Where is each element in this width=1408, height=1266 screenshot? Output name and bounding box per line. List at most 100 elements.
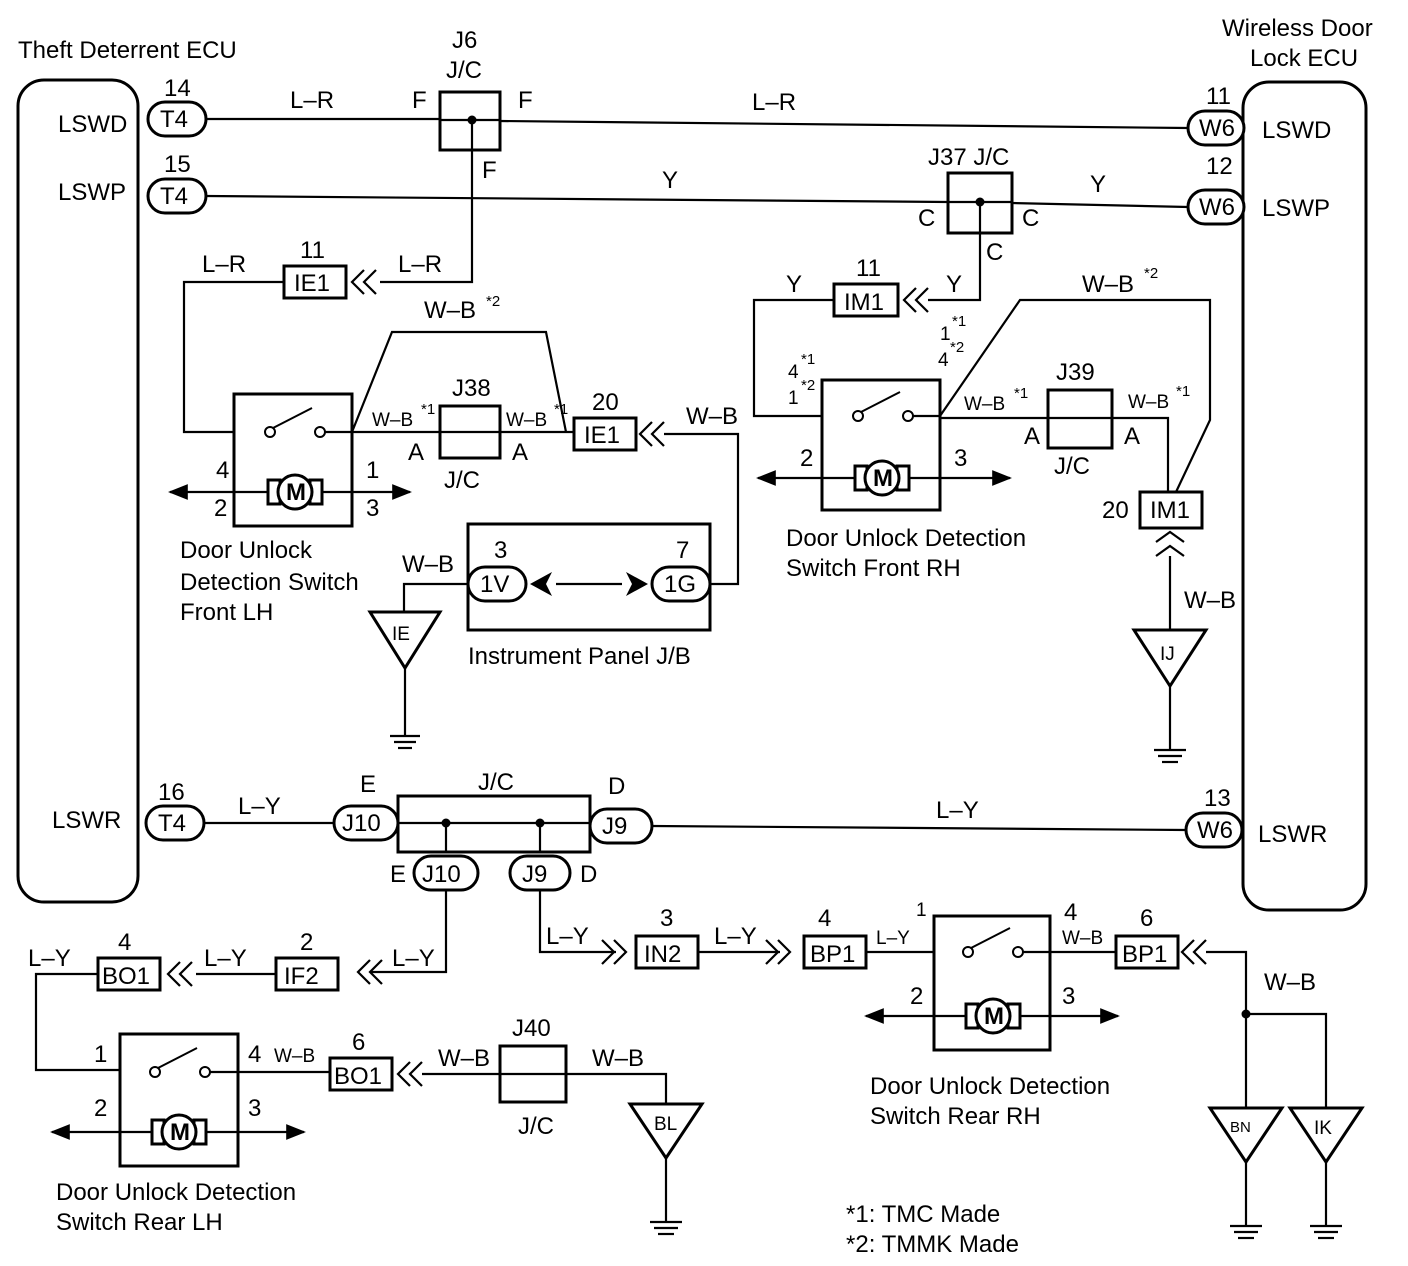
svg-text:Switch Rear RH: Switch Rear RH — [870, 1103, 1041, 1130]
svg-text:15: 15 — [164, 151, 191, 178]
j6-label: J6 — [452, 27, 477, 54]
svg-text:2: 2 — [94, 1095, 107, 1122]
svg-text:*1: *1 — [1014, 385, 1028, 402]
svg-text:W–B: W–B — [372, 410, 413, 431]
svg-text:W6: W6 — [1197, 817, 1233, 844]
svg-text:2: 2 — [910, 983, 923, 1010]
svg-text:L–Y: L–Y — [28, 945, 71, 972]
j37-pin-c: C — [986, 239, 1003, 266]
svg-text:BN: BN — [1230, 1119, 1251, 1136]
connector-w6-13: W6 13 — [1184, 785, 1244, 849]
svg-text:1: 1 — [788, 388, 799, 409]
svg-text:4: 4 — [118, 929, 131, 956]
svg-text:W–B: W–B — [1128, 392, 1169, 413]
svg-text:11: 11 — [856, 255, 881, 282]
svg-text:*2: *2 — [1144, 265, 1158, 282]
svg-text:*1: *1 — [421, 401, 435, 418]
svg-text:IE1: IE1 — [584, 422, 620, 449]
junction-j37: J37 J/C C C C — [918, 144, 1039, 266]
svg-text:*1: *1 — [554, 401, 568, 418]
svg-text:14: 14 — [164, 75, 191, 102]
svg-text:T4: T4 — [158, 810, 186, 837]
svg-text:W–B: W–B — [964, 394, 1005, 415]
svg-text:Switch Front RH: Switch Front RH — [786, 555, 961, 582]
svg-text:1: 1 — [916, 900, 927, 921]
j37-pin-c: C — [1022, 205, 1039, 232]
svg-text:IE: IE — [392, 624, 410, 645]
rear-rh-branch: L–Y IN2 3 L–Y BP1 4 L–Y 1 W–B 4 M 2 3 Do… — [538, 890, 1365, 1240]
svg-text:D: D — [608, 773, 625, 800]
wireless-pin-lswr: LSWR — [1258, 821, 1327, 848]
svg-text:*1: *1 — [801, 351, 815, 368]
svg-text:J/C: J/C — [478, 769, 514, 796]
svg-text:L–R: L–R — [202, 251, 246, 278]
svg-text:W–B: W–B — [506, 410, 547, 431]
svg-text:A: A — [512, 439, 528, 466]
svg-text:W–B: W–B — [438, 1045, 490, 1072]
connector-t4-15: T4 15 — [146, 151, 208, 215]
svg-text:IF2: IF2 — [284, 963, 319, 990]
svg-text:J10: J10 — [422, 861, 461, 888]
svg-text:W6: W6 — [1199, 115, 1235, 142]
svg-text:T4: T4 — [160, 183, 188, 210]
j37-label: J37 J/C — [928, 144, 1009, 171]
svg-text:2: 2 — [300, 929, 313, 956]
svg-text:L–Y: L–Y — [392, 945, 435, 972]
svg-text:BO1: BO1 — [102, 963, 150, 990]
svg-text:4: 4 — [216, 457, 229, 484]
svg-text:L–R: L–R — [398, 251, 442, 278]
theft-ecu-title: Theft Deterrent ECU — [18, 37, 237, 64]
svg-text:Switch Rear LH: Switch Rear LH — [56, 1209, 223, 1236]
svg-text:J10: J10 — [342, 810, 381, 837]
svg-text:W–B: W–B — [1184, 587, 1236, 614]
svg-text:2: 2 — [800, 445, 813, 472]
svg-text:IN2: IN2 — [644, 941, 681, 968]
svg-text:T4: T4 — [160, 106, 188, 133]
svg-text:W–B: W–B — [592, 1045, 644, 1072]
svg-text:W–B: W–B — [274, 1046, 315, 1067]
svg-text:M: M — [286, 479, 306, 506]
svg-text:D: D — [580, 861, 597, 888]
svg-text:12: 12 — [1206, 153, 1233, 180]
svg-text:*1: *1 — [952, 313, 966, 330]
svg-text:11: 11 — [300, 237, 325, 264]
svg-text:*2: *2 — [801, 377, 815, 394]
svg-text:4: 4 — [248, 1041, 261, 1068]
j6-type: J/C — [446, 57, 482, 84]
svg-text:L–Y: L–Y — [714, 923, 757, 950]
wire-label-lr: L–R — [290, 87, 334, 114]
svg-text:L–Y: L–Y — [936, 797, 979, 824]
svg-text:E: E — [360, 771, 376, 798]
svg-text:Front LH: Front LH — [180, 599, 273, 626]
svg-text:3: 3 — [660, 905, 673, 932]
svg-text:13: 13 — [1204, 785, 1231, 812]
svg-text:L–Y: L–Y — [238, 793, 281, 820]
footnotes: *1: TMC Made *2: TMMK Made — [846, 1201, 1019, 1258]
svg-text:*2: *2 — [950, 339, 964, 356]
svg-text:1: 1 — [94, 1041, 107, 1068]
svg-text:M: M — [170, 1119, 190, 1146]
svg-text:J/C: J/C — [1054, 453, 1090, 480]
svg-text:J9: J9 — [602, 813, 627, 840]
svg-text:W–B: W–B — [686, 403, 738, 430]
j6-pin-f: F — [412, 87, 427, 114]
wireless-ecu-title-1: Wireless Door — [1222, 15, 1373, 42]
wireless-pin-lswp: LSWP — [1262, 195, 1330, 222]
svg-text:L–Y: L–Y — [876, 928, 910, 949]
wire-lswd: L–R L–R — [206, 87, 1189, 130]
svg-text:1: 1 — [366, 457, 379, 484]
svg-text:A: A — [1124, 423, 1140, 450]
svg-text:W–B: W–B — [402, 551, 454, 578]
svg-text:IM1: IM1 — [1150, 497, 1190, 524]
svg-text:Door Unlock Detection: Door Unlock Detection — [786, 525, 1026, 552]
svg-text:2: 2 — [214, 495, 227, 522]
svg-text:7: 7 — [676, 537, 689, 564]
wireless-door-lock-ecu: Wireless Door Lock ECU LSWD LSWP LSWR — [1222, 15, 1373, 912]
j37-pin-c: C — [918, 205, 935, 232]
svg-text:IK: IK — [1314, 1118, 1332, 1139]
connector-t4-16: T4 16 — [144, 779, 206, 842]
wireless-pin-lswd: LSWD — [1262, 117, 1331, 144]
svg-text:Y: Y — [946, 271, 962, 298]
svg-text:1: 1 — [940, 324, 951, 345]
connector-t4-14: T4 14 — [146, 75, 208, 138]
